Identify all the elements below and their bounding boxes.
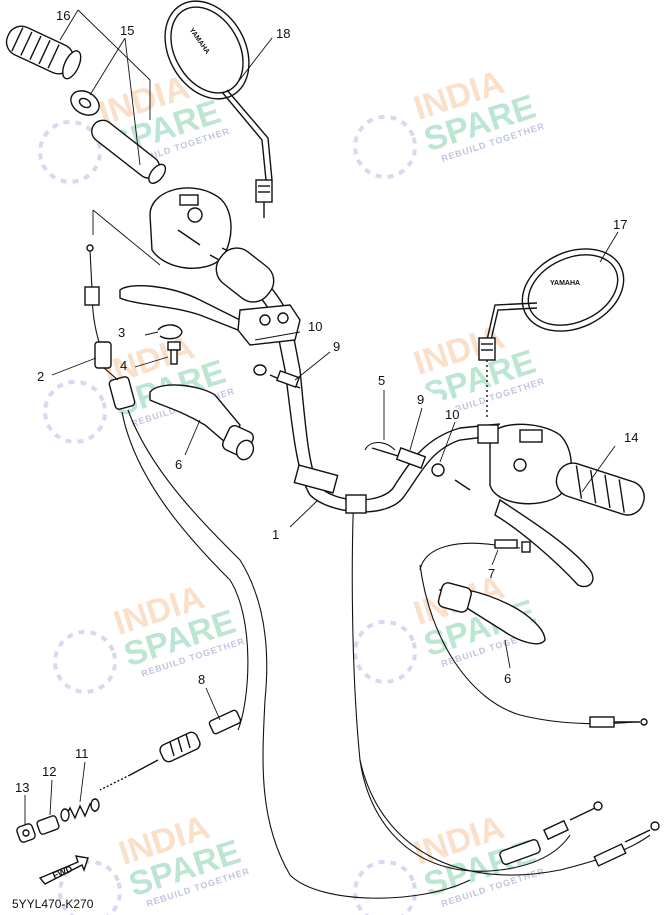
right-switch-14 [477, 423, 572, 505]
right-mirror-17: YAMAHA [478, 248, 625, 420]
right-grip-14 [555, 462, 645, 516]
lever-cover-6-left [149, 384, 255, 461]
callout-5: 5 [378, 373, 385, 388]
callout-18: 18 [276, 26, 290, 41]
callout-14: 14 [624, 430, 638, 445]
bolt-4 [167, 341, 181, 365]
mirror-brand-right: YAMAHA [550, 280, 580, 287]
callout-11: 11 [75, 746, 89, 761]
callout-17: 17 [613, 217, 627, 232]
locknut-10-right [431, 463, 471, 491]
callout-4: 4 [120, 358, 127, 373]
watermark: INDIA SPARE REBUILD TOGETHER [43, 328, 236, 444]
adjuster-9-left [269, 369, 301, 389]
callout-8: 8 [198, 672, 205, 687]
callout-12: 12 [42, 764, 56, 779]
nut-12 [36, 815, 60, 835]
watermark: INDIA SPARE REBUILD TOGETHER [353, 63, 546, 179]
clutch-cable [351, 469, 571, 872]
handlebar-clamp-right [345, 494, 367, 514]
left-switch-housing [149, 187, 232, 269]
callout-1: 1 [272, 527, 279, 542]
leader-lines [24, 9, 619, 825]
adjuster-9-right [371, 447, 427, 469]
mirror-stem-left [221, 91, 267, 181]
left-grip-16 [5, 25, 82, 80]
callout-6-right: 6 [504, 671, 511, 686]
callout-9-right: 9 [417, 392, 424, 407]
cap-13 [16, 823, 36, 843]
cable-5 [364, 441, 396, 451]
callout-16: 16 [56, 8, 70, 23]
throttle-tube [91, 119, 167, 184]
callout-6-left: 6 [175, 457, 182, 472]
callout-9-left: 9 [333, 339, 340, 354]
handlebar-clamp-left [293, 464, 339, 494]
callout-10-right: 10 [445, 407, 459, 422]
mirror-nut-right [478, 337, 496, 361]
watermarks: INDIA SPARE REBUILD TOGETHER INDIA SPARE… [38, 63, 546, 915]
cable-7 [419, 539, 531, 571]
clip-3 [157, 324, 183, 340]
callout-10-left: 10 [308, 319, 322, 334]
throttle-cable [127, 409, 471, 899]
fwd-arrow: FWD [38, 855, 89, 885]
callout-7: 7 [488, 566, 495, 581]
cable-end-right [589, 716, 648, 728]
callout-3: 3 [118, 325, 125, 340]
spring-11 [60, 798, 100, 822]
left-mirror-18: YAMAHA [164, 0, 273, 218]
cable-end-lower-right [499, 801, 660, 867]
callout-13: 13 [15, 780, 29, 795]
right-lever [494, 498, 594, 588]
washer-15 [70, 90, 100, 116]
locknut-10-left [253, 364, 267, 376]
cable-8 [99, 709, 242, 791]
callout-2: 2 [37, 369, 44, 384]
throttle-cable-2 [121, 411, 249, 731]
callouts: 16 15 18 17 3 4 2 10 9 6 5 9 10 14 1 7 6… [15, 8, 638, 795]
callout-15: 15 [120, 23, 134, 38]
cable-2 [84, 244, 136, 410]
left-lever-holder [119, 247, 301, 346]
watermark: INDIA SPARE REBUILD TOGETHER [53, 578, 246, 694]
diagram-code: 5YYL470-K270 [12, 897, 94, 911]
mirror-nut-left [255, 179, 273, 203]
lever-cover-6-right [437, 582, 546, 645]
fwd-label: FWD [51, 863, 74, 880]
